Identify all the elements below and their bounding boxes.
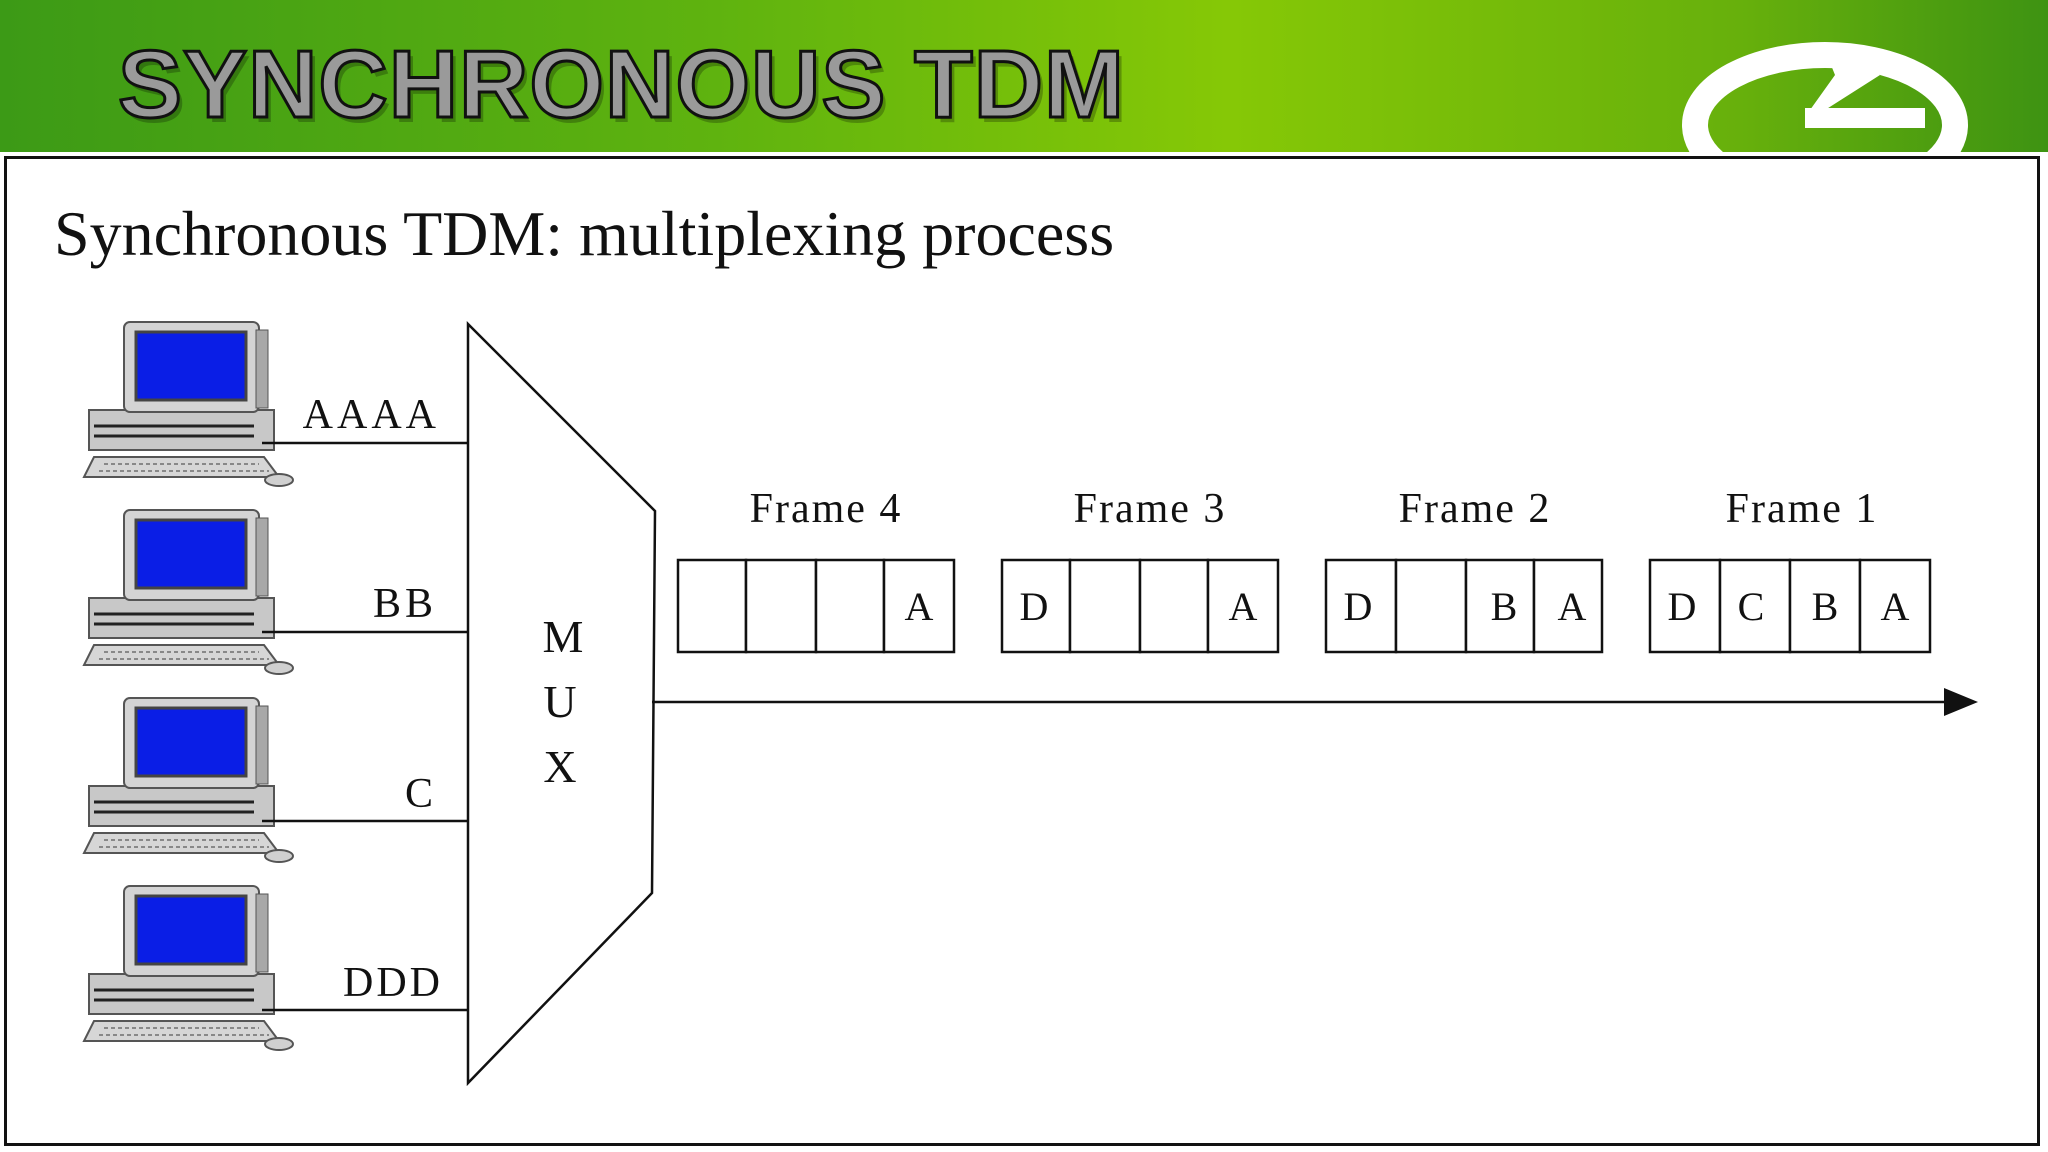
frame: Frame 3 D A xyxy=(1000,486,1280,654)
slide-subtitle: Synchronous TDM: multiplexing process xyxy=(54,198,1115,269)
arrow-head-icon xyxy=(1944,688,1978,716)
frame: Frame 2 D B A xyxy=(1324,486,1604,654)
frame-slot xyxy=(1532,558,1604,654)
frame-label: Frame 4 xyxy=(750,486,903,532)
title-banner: SYNCHRONOUS TDM xyxy=(0,0,2048,152)
frame-slot xyxy=(814,558,886,654)
frame-slot xyxy=(1788,558,1862,654)
source-data-label: C xyxy=(405,771,433,817)
source-data-label: AAAA xyxy=(303,392,440,438)
computer-icon xyxy=(82,508,295,676)
slot-letter: A xyxy=(905,584,934,629)
frame-label: Frame 1 xyxy=(1726,486,1879,532)
frame-label: Frame 3 xyxy=(1074,486,1227,532)
frame-slot xyxy=(882,558,956,654)
frame-slot xyxy=(1648,558,1722,654)
mux-letter: U xyxy=(543,676,576,727)
frame-slot xyxy=(1858,558,1932,654)
mux-block xyxy=(466,320,657,1087)
source-data-label: DDD xyxy=(343,960,443,1006)
frame-slot xyxy=(1000,558,1072,654)
slot-letter: B xyxy=(1491,584,1518,629)
frame-slot xyxy=(744,558,818,654)
frame-slot xyxy=(676,558,748,654)
frame-slot xyxy=(1138,558,1210,654)
slot-letter: A xyxy=(1558,584,1587,629)
computer-icon xyxy=(82,320,295,488)
slot-letter: B xyxy=(1812,584,1839,629)
source-data-label: BB xyxy=(373,581,437,627)
frame-slot xyxy=(1068,558,1142,654)
slot-letter: A xyxy=(1881,584,1910,629)
mux-letter: M xyxy=(543,611,584,662)
logo-icon xyxy=(1682,42,1968,152)
slot-letter: A xyxy=(1229,584,1258,629)
slide-title: SYNCHRONOUS TDM xyxy=(116,30,1126,140)
frame-slot xyxy=(1206,558,1280,654)
frame: Frame 1 D C B A xyxy=(1648,486,1932,654)
mux-letter: X xyxy=(543,741,576,792)
frame: Frame 4 A xyxy=(676,486,956,654)
frame-slot xyxy=(1394,558,1468,654)
slot-letter: C xyxy=(1738,584,1765,629)
slot-letter: D xyxy=(1668,584,1697,629)
computer-icon xyxy=(82,884,295,1052)
frame-label: Frame 2 xyxy=(1399,486,1552,532)
slot-letter: D xyxy=(1344,584,1373,629)
slot-letter: D xyxy=(1020,584,1049,629)
computer-icon xyxy=(82,696,295,864)
frame-slot xyxy=(1464,558,1536,654)
